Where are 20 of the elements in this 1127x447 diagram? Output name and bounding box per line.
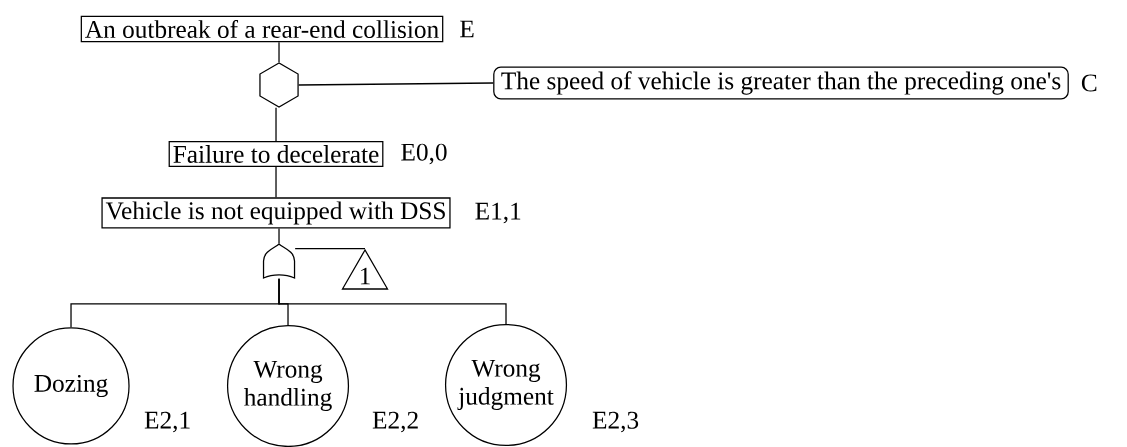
or-gate [262, 243, 296, 279]
event-code: E2,3 [592, 411, 639, 433]
connector-line [278, 228, 280, 244]
connector-line [278, 278, 507, 325]
event-code: E2,2 [372, 411, 418, 433]
event-code: E0,0 [401, 143, 447, 165]
connector-line [278, 41, 280, 63]
connector-line [294, 248, 366, 250]
event-code: E2,1 [144, 411, 190, 433]
event-box: Failure to decelerate [168, 140, 384, 168]
event-code: C [1081, 74, 1097, 92]
connector-line [275, 107, 277, 142]
event-box: Vehicle is not equipped with DSS [101, 197, 451, 229]
condition-box: The speed of vehicle is greater than the preceding one's [493, 66, 1069, 100]
event-code: E [460, 20, 474, 38]
event-box: An outbreak of a rear-end collision [80, 15, 444, 43]
connector-line [298, 82, 494, 86]
event-code: E1,1 [475, 202, 521, 224]
connector-line [275, 166, 277, 198]
inhibit-gate [259, 62, 299, 108]
